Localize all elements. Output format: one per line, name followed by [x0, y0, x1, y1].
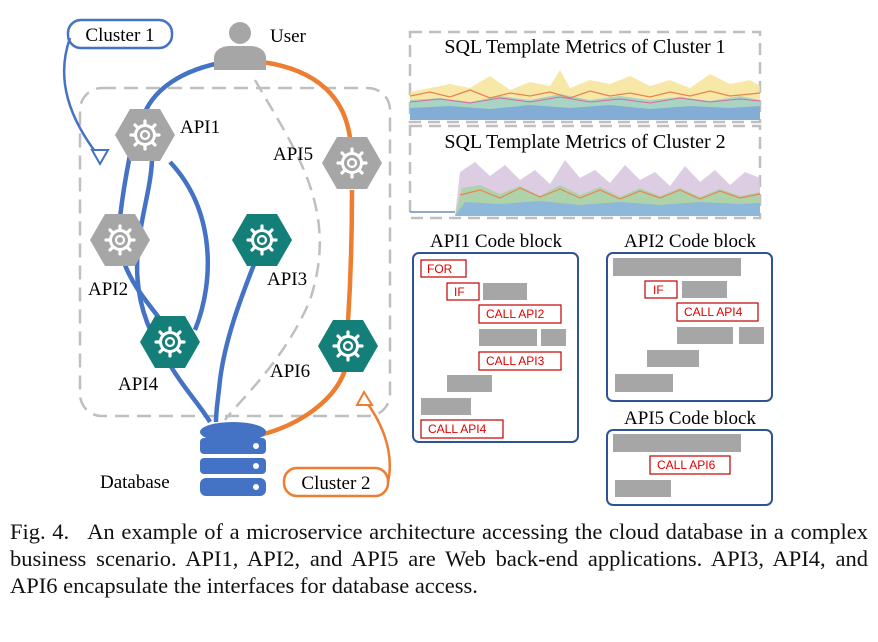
architecture-figure: Cluster 1 Cluster 2 User [62, 18, 773, 506]
api2-call-api4: CALL API4 [684, 305, 743, 319]
api5-code-block: API5 Code block CALL API6 [606, 408, 773, 506]
api2-code-title: API2 Code block [624, 231, 756, 252]
api1-for-keyword: FOR [427, 262, 453, 276]
caption-label: Fig. 4. [10, 519, 70, 544]
api6-node [318, 320, 378, 372]
api1-call-api3: CALL API3 [486, 354, 545, 368]
api5-code-title: API5 Code block [624, 408, 756, 429]
metrics-panel-cluster1: SQL Template Metrics of Cluster 1 [408, 30, 762, 124]
cluster2-arrow [363, 399, 391, 483]
api5-label: API5 [273, 144, 313, 165]
api1-label: API1 [180, 117, 220, 138]
dashed-path-user-db [224, 79, 321, 421]
api1-code-title: API1 Code block [430, 231, 562, 252]
api4-node [140, 316, 200, 368]
cluster1-label: Cluster 1 [85, 25, 154, 46]
api1-if-keyword: IF [454, 285, 465, 299]
api2-node [90, 214, 150, 266]
user-icon [214, 22, 266, 70]
database-label: Database [100, 472, 170, 493]
api2-if-keyword: IF [653, 283, 664, 297]
api1-code-block: API1 Code block FOR IF CALL API2 CALL AP… [412, 231, 579, 443]
caption-text: An example of a microservice architectur… [10, 519, 869, 598]
api6-label: API6 [270, 361, 310, 382]
cluster2-edges [259, 59, 355, 438]
api1-call-api4: CALL API4 [428, 422, 487, 436]
figure-caption: Fig. 4.An example of a microservice arch… [10, 518, 868, 599]
api5-call-api6: CALL API6 [657, 458, 716, 472]
api1-node [115, 109, 175, 161]
cluster2-callout: Cluster 2 [282, 389, 391, 498]
api4-label: API4 [118, 374, 159, 395]
service-boundary [78, 86, 392, 418]
metrics1-line-pink [409, 96, 761, 104]
api5-node [322, 137, 382, 189]
metrics1-line-orange [409, 89, 761, 99]
cluster2-label: Cluster 2 [301, 473, 370, 494]
metrics1-title: SQL Template Metrics of Cluster 1 [444, 36, 725, 58]
api3-node [232, 214, 292, 266]
api2-code-block: API2 Code block IF CALL API4 [606, 231, 773, 402]
cluster2-arrowhead [355, 389, 374, 406]
user-label: User [270, 26, 307, 47]
metrics2-area-blue [455, 201, 760, 216]
api1-call-api2: CALL API2 [486, 307, 545, 321]
cluster1-arrow [62, 37, 101, 159]
cluster1-callout: Cluster 1 [62, 18, 174, 167]
api2-label: API2 [88, 279, 128, 300]
metrics-panel-cluster2: SQL Template Metrics of Cluster 2 [408, 124, 762, 220]
api3-label: API3 [267, 269, 307, 290]
metrics2-title: SQL Template Metrics of Cluster 2 [444, 131, 725, 153]
metrics2-line-orange [459, 187, 761, 200]
cluster1-arrowhead [90, 149, 110, 167]
database-icon [200, 422, 266, 496]
metrics1-area-blue [410, 105, 760, 120]
